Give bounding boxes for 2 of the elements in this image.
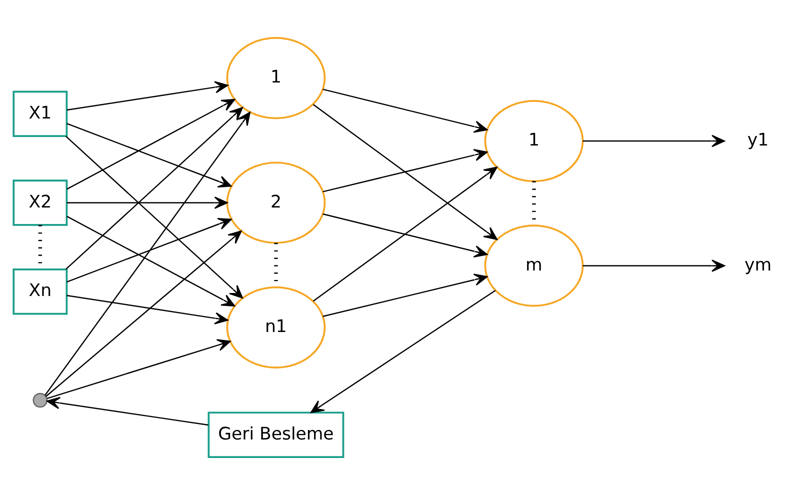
node-text: y1: [747, 130, 769, 151]
node-text: ym: [744, 255, 772, 276]
